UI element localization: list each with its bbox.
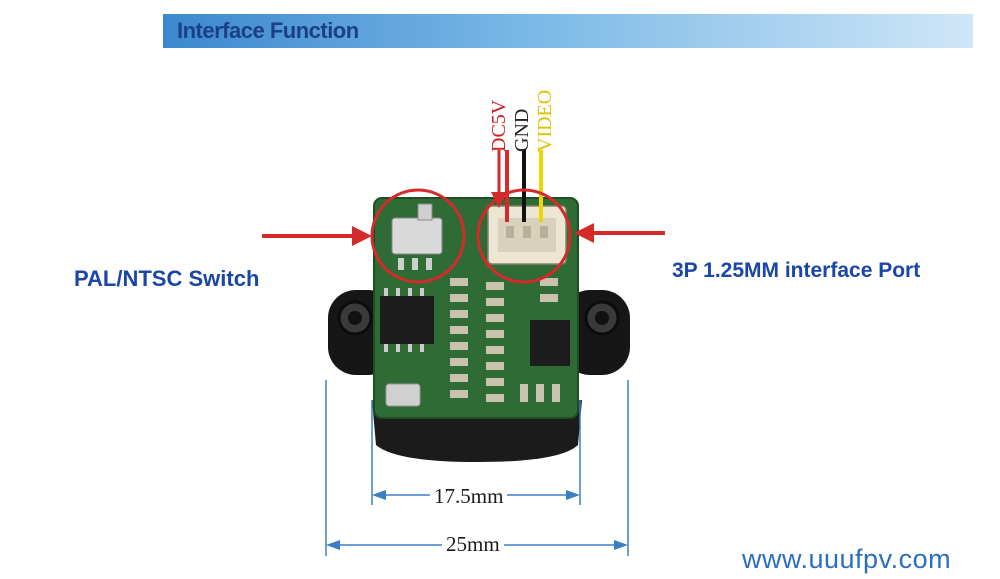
wire-label-dc5v: DC5V <box>488 99 510 152</box>
header-title: Interface Function <box>177 18 359 43</box>
switch-label: PAL/NTSC Switch <box>74 266 260 291</box>
wire-label-video: VIDEO <box>534 89 556 152</box>
pal-ntsc-switch-body <box>391 217 443 255</box>
wire-label-gnd: GND <box>511 108 533 152</box>
port-label: 3P 1.25MM interface Port <box>672 259 921 282</box>
header-banner: Interface Function <box>163 14 973 48</box>
watermark-text: www.uuufpv.com <box>742 544 952 574</box>
smd-components <box>450 278 560 402</box>
ic-chip-large <box>380 296 434 344</box>
crystal <box>385 383 421 407</box>
dimension-outer-label: 25mm <box>442 532 504 557</box>
port-highlight-circle <box>476 188 572 284</box>
ic-chip-small <box>530 320 570 366</box>
dimension-inner-label: 17.5mm <box>430 484 508 509</box>
